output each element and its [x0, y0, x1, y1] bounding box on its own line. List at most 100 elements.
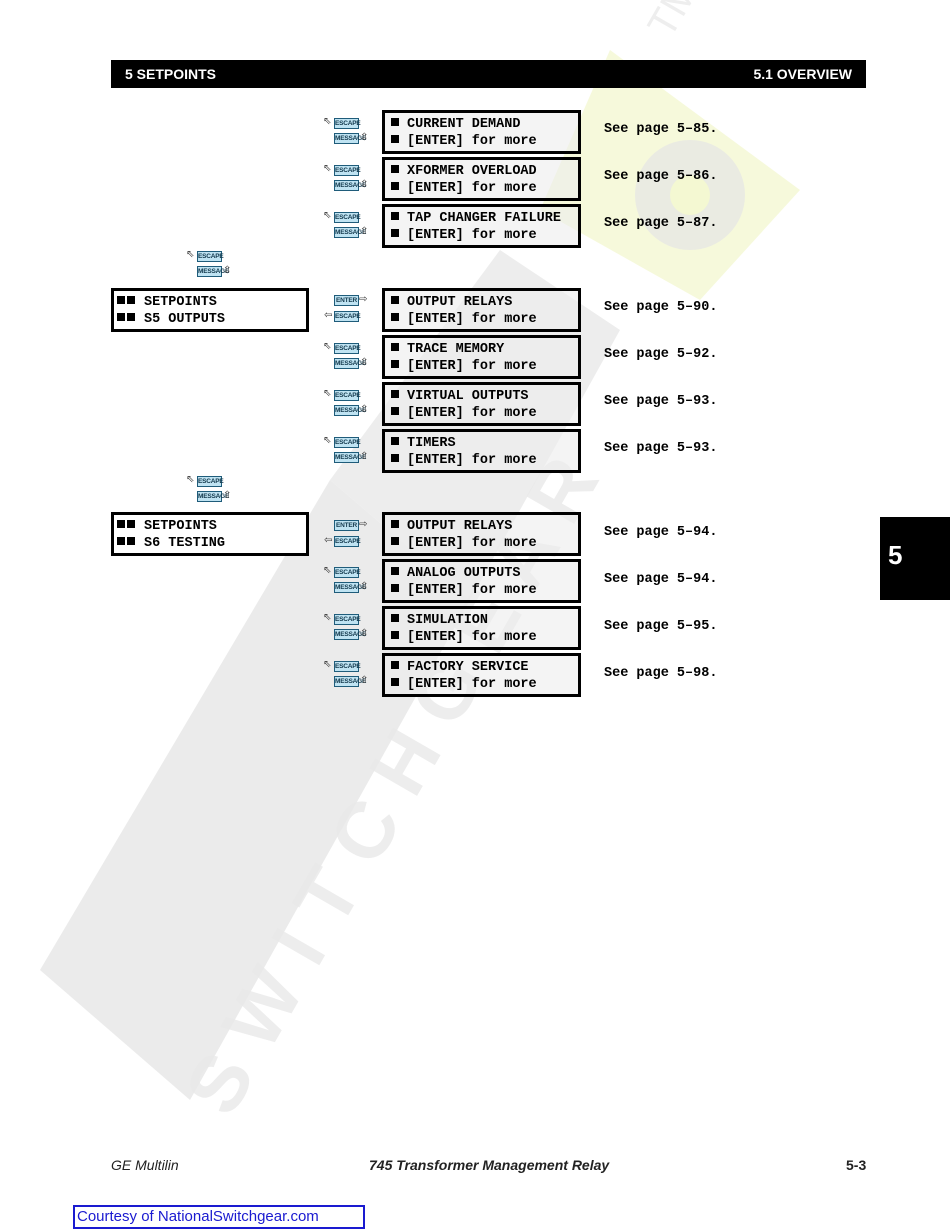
message-key[interactable]: MESSAGE: [334, 629, 367, 640]
main-menu-line1: SETPOINTS: [144, 295, 217, 310]
escape-arrow-icon: ⇖: [323, 388, 332, 399]
message-key[interactable]: MESSAGE: [334, 405, 367, 416]
enter-key[interactable]: ENTER: [334, 520, 359, 531]
escape-arrow-icon: ⇖: [323, 210, 332, 221]
escape-key[interactable]: ESCAPE: [197, 476, 224, 487]
updown-arrow-icon: ⇳: [223, 265, 232, 276]
main-menu-s5-outputs[interactable]: SETPOINTS S5 OUTPUTS: [111, 288, 309, 332]
submenu-action: [ENTER] for more: [407, 677, 537, 692]
escape-key[interactable]: ESCAPE: [334, 536, 361, 547]
page-reference: See page 5–92.: [604, 347, 718, 362]
updown-arrow-icon: ⇳: [360, 357, 369, 368]
page-reference: See page 5–98.: [604, 666, 718, 681]
escape-key[interactable]: ESCAPE: [334, 311, 361, 322]
submenu-action: [ENTER] for more: [407, 406, 537, 421]
submenu-title: FACTORY SERVICE: [407, 660, 529, 675]
submenu-title: TAP CHANGER FAILURE: [407, 211, 561, 226]
updown-arrow-icon: ⇳: [360, 179, 369, 190]
submenu-output-relays-testing[interactable]: OUTPUT RELAYS [ENTER] for more: [382, 512, 581, 556]
page-reference: See page 5–90.: [604, 300, 718, 315]
svg-text:TM: TM: [640, 0, 707, 44]
message-key[interactable]: MESSAGE: [334, 227, 367, 238]
escape-arrow-icon: ⇖: [186, 249, 195, 260]
submenu-title: ANALOG OUTPUTS: [407, 566, 521, 581]
escape-arrow-icon: ⇖: [323, 116, 332, 127]
courtesy-link[interactable]: Courtesy of NationalSwitchgear.com: [73, 1205, 365, 1229]
message-key[interactable]: MESSAGE: [334, 180, 367, 191]
submenu-xformer-overload[interactable]: XFORMER OVERLOAD [ENTER] for more: [382, 157, 581, 201]
main-menu-line2: S6 TESTING: [144, 536, 226, 551]
submenu-simulation[interactable]: SIMULATION [ENTER] for more: [382, 606, 581, 650]
submenu-current-demand[interactable]: CURRENT DEMAND [ENTER] for more: [382, 110, 581, 154]
section-header-bar: 5 SETPOINTS 5.1 OVERVIEW: [111, 60, 866, 88]
escape-arrow-icon: ⇖: [323, 612, 332, 623]
submenu-trace-memory[interactable]: TRACE MEMORY [ENTER] for more: [382, 335, 581, 379]
submenu-output-relays[interactable]: OUTPUT RELAYS [ENTER] for more: [382, 288, 581, 332]
submenu-title: CURRENT DEMAND: [407, 117, 521, 132]
message-key[interactable]: MESSAGE: [334, 452, 367, 463]
submenu-title: OUTPUT RELAYS: [407, 519, 513, 534]
page-reference: See page 5–94.: [604, 572, 718, 587]
submenu-action: [ENTER] for more: [407, 359, 537, 374]
footer-product: 745 Transformer Management Relay: [369, 1157, 610, 1173]
message-key[interactable]: MESSAGE: [334, 133, 367, 144]
up-arrow-icon: ⇧: [360, 451, 369, 462]
escape-key[interactable]: ESCAPE: [334, 165, 361, 176]
submenu-action: [ENTER] for more: [407, 134, 537, 149]
submenu-factory-service[interactable]: FACTORY SERVICE [ENTER] for more: [382, 653, 581, 697]
footer-company: GE Multilin: [111, 1157, 179, 1173]
submenu-analog-outputs[interactable]: ANALOG OUTPUTS [ENTER] for more: [382, 559, 581, 603]
chapter-number: 5: [888, 540, 903, 570]
escape-arrow-icon: ⇖: [323, 659, 332, 670]
message-key[interactable]: MESSAGE: [197, 491, 230, 502]
subsection-title: 5.1 OVERVIEW: [753, 66, 852, 82]
message-key[interactable]: MESSAGE: [197, 266, 230, 277]
message-key[interactable]: MESSAGE: [334, 582, 367, 593]
main-menu-line2: S5 OUTPUTS: [144, 312, 226, 327]
page-reference: See page 5–87.: [604, 216, 718, 231]
footer-page-number: 5-3: [846, 1157, 867, 1173]
submenu-action: [ENTER] for more: [407, 630, 537, 645]
submenu-title: XFORMER OVERLOAD: [407, 164, 537, 179]
escape-key[interactable]: ESCAPE: [334, 118, 361, 129]
escape-key[interactable]: ESCAPE: [197, 251, 224, 262]
page-reference: See page 5–93.: [604, 441, 718, 456]
escape-key[interactable]: ESCAPE: [334, 390, 361, 401]
enter-key[interactable]: ENTER: [334, 295, 359, 306]
submenu-title: OUTPUT RELAYS: [407, 295, 513, 310]
escape-key[interactable]: ESCAPE: [334, 343, 361, 354]
submenu-title: VIRTUAL OUTPUTS: [407, 389, 529, 404]
escape-arrow-icon: ⇖: [323, 163, 332, 174]
escape-arrow-icon: ⇖: [323, 341, 332, 352]
page-reference: See page 5–93.: [604, 394, 718, 409]
up-arrow-icon: ⇧: [360, 226, 369, 237]
message-key[interactable]: MESSAGE: [334, 676, 367, 687]
escape-arrow-icon: ⇖: [323, 565, 332, 576]
main-menu-s6-testing[interactable]: SETPOINTS S6 TESTING: [111, 512, 309, 556]
right-arrow-icon: ⇨: [359, 294, 368, 305]
submenu-action: [ENTER] for more: [407, 453, 537, 468]
submenu-tap-changer-failure[interactable]: TAP CHANGER FAILURE [ENTER] for more: [382, 204, 581, 248]
message-key[interactable]: MESSAGE: [334, 358, 367, 369]
escape-key[interactable]: ESCAPE: [334, 567, 361, 578]
submenu-action: [ENTER] for more: [407, 181, 537, 196]
left-arrow-icon: ⇦: [324, 535, 333, 546]
submenu-action: [ENTER] for more: [407, 228, 537, 243]
up-arrow-icon: ⇧: [223, 490, 232, 501]
submenu-timers[interactable]: TIMERS [ENTER] for more: [382, 429, 581, 473]
updown-arrow-icon: ⇳: [360, 132, 369, 143]
submenu-virtual-outputs[interactable]: VIRTUAL OUTPUTS [ENTER] for more: [382, 382, 581, 426]
escape-key[interactable]: ESCAPE: [334, 437, 361, 448]
escape-arrow-icon: ⇖: [323, 435, 332, 446]
section-title: 5 SETPOINTS: [125, 66, 217, 82]
page-reference: See page 5–95.: [604, 619, 718, 634]
page-reference: See page 5–85.: [604, 122, 718, 137]
main-menu-line1: SETPOINTS: [144, 519, 217, 534]
escape-key[interactable]: ESCAPE: [334, 614, 361, 625]
escape-key[interactable]: ESCAPE: [334, 212, 361, 223]
escape-arrow-icon: ⇖: [186, 474, 195, 485]
up-arrow-icon: ⇧: [360, 675, 369, 686]
escape-key[interactable]: ESCAPE: [334, 661, 361, 672]
updown-arrow-icon: ⇳: [360, 628, 369, 639]
submenu-title: TIMERS: [407, 436, 456, 451]
